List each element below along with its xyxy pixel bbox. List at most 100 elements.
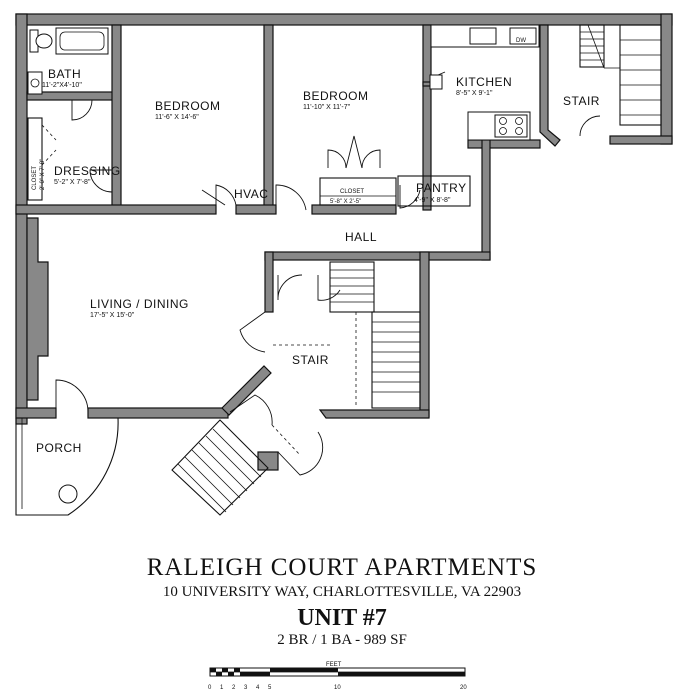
wall-entry-jamb <box>257 451 279 471</box>
door-closet-bifold <box>345 135 363 169</box>
unit-stats: 2 BR / 1 BA - 989 SF <box>277 632 407 648</box>
fridge-marker <box>429 74 443 90</box>
wall-diagonal <box>221 365 272 416</box>
dims-bath: 11'-2"X4'-10" <box>42 82 82 89</box>
bathtub-inner <box>59 31 105 51</box>
steps-outline <box>171 419 269 516</box>
door-stair-top2 <box>317 275 341 301</box>
label-stair-center: STAIR <box>292 353 329 367</box>
stair-center-treads <box>271 261 421 456</box>
burner-4 <box>515 127 523 135</box>
dims-dressing: 5'-2" X 7'-8" <box>54 179 91 186</box>
kitchen-sink <box>469 27 497 45</box>
unit-number: UNIT #7 <box>297 605 387 631</box>
door-living-stair <box>239 311 266 353</box>
dishwasher <box>509 27 537 45</box>
door-closet-right <box>361 149 381 169</box>
scale-tick-10: 10 <box>334 685 341 691</box>
stair-center-run1 <box>329 261 375 313</box>
wall-upper-stair-left <box>539 24 561 147</box>
label-porch: PORCH <box>36 441 82 455</box>
dims-pantry: 4'-9" X 8'-8" <box>414 197 451 204</box>
wall-bedroom-divider <box>263 24 274 211</box>
wall-dressing-right <box>111 24 122 211</box>
door-dressing <box>89 169 113 193</box>
dims-bedroom1: 11'-6" X 14'-6" <box>155 114 199 121</box>
wall-kitchen-bottom <box>467 139 541 149</box>
label-closet-hall: CLOSET <box>340 189 364 195</box>
scale-tick-4: 4 <box>256 685 260 691</box>
dims-living: 17'-5" X 15'-0" <box>90 312 135 319</box>
scale-unit-label: FEET <box>326 662 342 668</box>
burner-3 <box>499 127 507 135</box>
wall-closet-bottom <box>311 204 397 215</box>
bath-sink-bowl <box>30 78 40 88</box>
exterior-steps <box>15 417 269 516</box>
door-porch <box>55 379 89 413</box>
entry-dash <box>271 424 301 456</box>
door-entry-left <box>229 394 273 426</box>
closet-side <box>27 117 43 201</box>
wall-living-bay <box>26 217 49 401</box>
label-hall: HALL <box>345 230 377 244</box>
building-name: RALEIGH COURT APARTMENTS <box>146 554 538 581</box>
dims-bedroom2: 11'-10" X 11'-7" <box>303 104 351 111</box>
porch-outline <box>15 417 119 516</box>
wall-stair-left <box>264 251 274 313</box>
scale-tick-0: 0 <box>208 685 212 691</box>
wall-stair-bottom <box>609 135 673 145</box>
scale-bar: FEET 0 1 2 3 4 5 10 20 <box>208 662 467 691</box>
walls <box>15 13 673 471</box>
label-living: LIVING / DINING <box>90 297 189 311</box>
scale-tick-2: 2 <box>232 685 236 691</box>
pantry-box <box>397 175 471 207</box>
label-hvac: HVAC <box>234 187 268 201</box>
building-address: 10 UNIVERSITY WAY, CHARLOTTESVILLE, VA 2… <box>162 584 522 600</box>
label-stair-upper: STAIR <box>563 94 600 108</box>
door-hvac <box>201 189 226 206</box>
door-upper-stair <box>579 115 601 137</box>
scale-tick-20: 20 <box>460 685 467 691</box>
toilet-bowl <box>35 33 53 49</box>
door-closet-left <box>327 149 347 169</box>
wall-bedroom2-right <box>422 24 432 211</box>
burner-1 <box>499 117 507 125</box>
door-pantry <box>399 185 421 209</box>
doors <box>55 71 601 476</box>
stair-upper-treads <box>579 24 662 126</box>
stair-upper-arrow <box>587 24 620 69</box>
wall-living-bottom <box>87 407 229 419</box>
label-dw: DW <box>516 38 526 44</box>
wall-bedroom1-bottom <box>15 204 217 215</box>
room-labels: BATH 11'-2"X4'-10" CLOSET 2'-0" X 7'-8" … <box>32 38 600 455</box>
wall-right <box>660 13 673 145</box>
range <box>494 114 528 138</box>
label-bedroom2: BEDROOM <box>303 89 369 103</box>
door-entry-right <box>277 431 324 476</box>
label-kitchen: KITCHEN <box>456 75 512 89</box>
scale-tick-5: 5 <box>268 685 272 691</box>
wall-top <box>15 13 673 26</box>
label-pantry: PANTRY <box>416 181 467 195</box>
scale-tick-3: 3 <box>244 685 248 691</box>
wall-stair-right <box>419 251 430 418</box>
porch-column <box>58 484 78 504</box>
wall-left <box>15 13 28 425</box>
stair-center-run2 <box>371 311 421 409</box>
scale-tick-1: 1 <box>220 685 224 691</box>
closet-hall-box <box>319 177 397 206</box>
dims-kitchen: 8'-5" X 9'-1" <box>456 90 493 97</box>
door-stair-top <box>277 274 303 301</box>
wall-living-bottom-left <box>15 407 57 419</box>
label-closet-side: CLOSET <box>32 166 38 190</box>
label-bath: BATH <box>48 67 81 81</box>
bath-sink <box>27 71 43 95</box>
wall-stair-bottom2 <box>318 409 430 419</box>
label-bedroom1: BEDROOM <box>155 99 221 113</box>
door-bedroom2 <box>275 184 307 211</box>
dims-closet-side: 2'-0" X 7'-8" <box>40 159 46 190</box>
wall-hall-bottom <box>264 251 491 261</box>
wall-hvac-bottom <box>235 204 277 215</box>
door-bedroom1 <box>215 184 237 210</box>
